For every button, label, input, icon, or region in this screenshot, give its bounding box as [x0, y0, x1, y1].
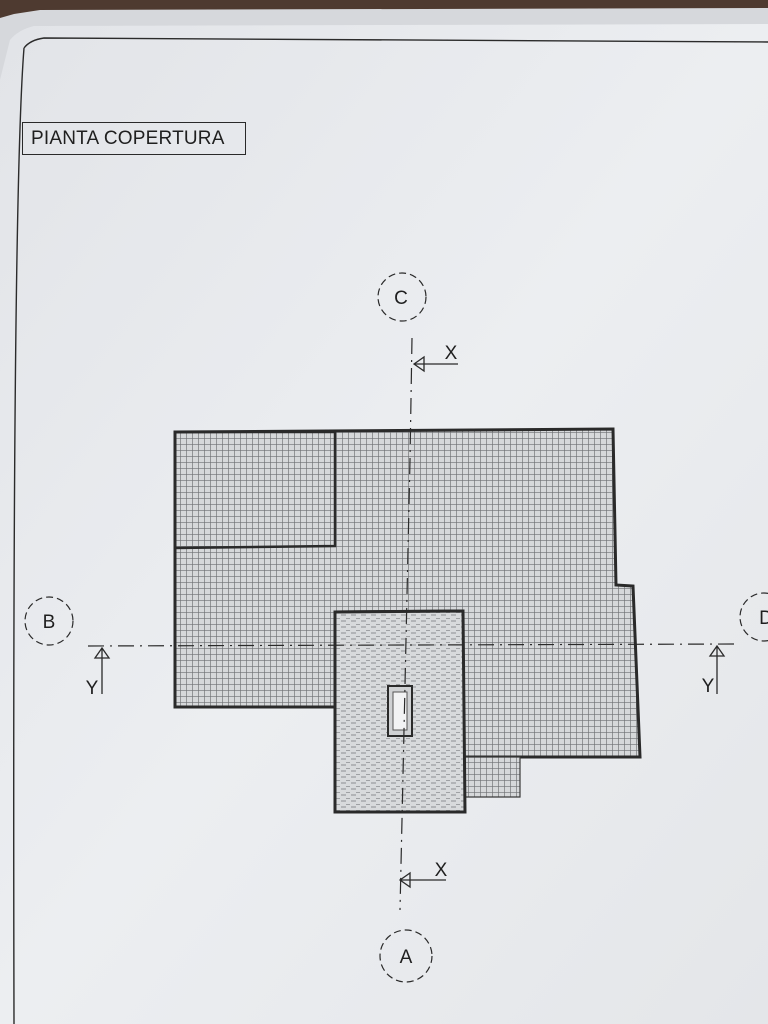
section-label-top: X: [445, 343, 458, 364]
section-label-right: Y: [702, 676, 715, 697]
axis-bubble-right: [739, 592, 768, 642]
vertical-axis-line: [399, 337, 413, 911]
chimney-inner: [392, 691, 408, 731]
section-arrow-bottom: [398, 871, 446, 889]
axis-bubble-left: [24, 596, 74, 646]
section-arrow-left: [93, 646, 111, 694]
section-label-left: Y: [86, 678, 99, 699]
axis-label-right: D: [759, 608, 768, 629]
horizontal-axis-line: [87, 643, 736, 647]
axis-label-bottom: A: [400, 947, 413, 968]
axis-label-top: C: [394, 288, 408, 309]
section-label-bottom: X: [435, 860, 448, 881]
sheet-frame: [13, 37, 768, 1024]
roof-upper-left-section: [174, 430, 337, 550]
axis-bubble-top: [377, 272, 427, 322]
section-arrow-top: [412, 355, 458, 373]
section-arrow-right: [708, 644, 726, 694]
axis-bubble-bottom: [379, 929, 433, 983]
axis-label-left: B: [43, 612, 56, 633]
drawing-title-text: PIANTA COPERTURA: [31, 127, 225, 149]
drawing-title: PIANTA COPERTURA: [22, 122, 246, 155]
roof-annex: [462, 756, 521, 798]
